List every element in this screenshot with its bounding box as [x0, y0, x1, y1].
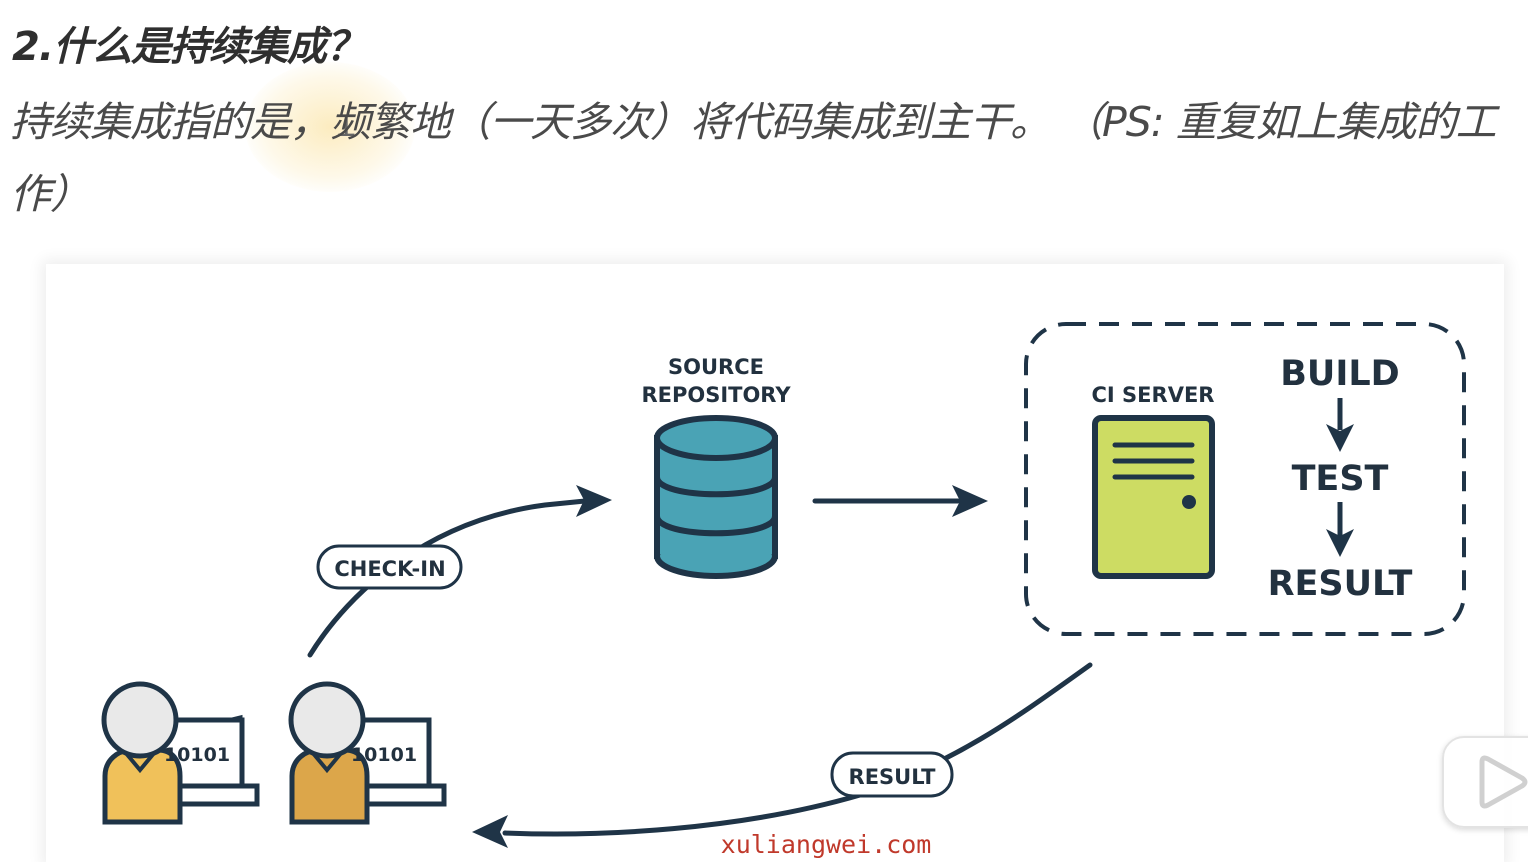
text-cursor-icon: Ɪ [338, 109, 355, 144]
watermark-text: xuliangwei.com [721, 830, 932, 859]
developer-1-icon [101, 681, 260, 825]
developer-1-code: 10101 [164, 744, 230, 766]
developer-2-code: 10101 [351, 744, 417, 766]
play-icon [1479, 755, 1528, 809]
definition-paragraph: 持续集成指的是，频繁地（一天多次）将代码集成到主干。 （PS: 重复如上集成的工… [10, 98, 1497, 218]
source-repo-label-line1: SOURCE [668, 355, 764, 379]
section-heading: 2.什么是持续集成？ [12, 24, 366, 70]
cursor-highlight [245, 62, 415, 192]
step-result: RESULT [1268, 564, 1413, 604]
result-label: RESULT [849, 765, 937, 789]
test-to-result-arrowhead [1326, 529, 1354, 557]
check-in-label-pill [316, 544, 463, 590]
ci-server-label: CI SERVER [1092, 383, 1215, 407]
video-play-button[interactable] [1442, 736, 1528, 828]
check-in-arrowhead [576, 485, 612, 517]
developer-2-icon [288, 681, 447, 825]
ci-server-boundary [1024, 322, 1466, 636]
step-build: BUILD [1280, 354, 1399, 394]
result-return-arrowhead [472, 815, 508, 848]
build-to-test-arrowhead [1326, 424, 1354, 452]
server-icon [1092, 415, 1215, 579]
result-label-pill [830, 751, 954, 798]
result-return-arrow [502, 662, 1093, 837]
database-icon [654, 415, 778, 579]
repo-to-ci-arrowhead [952, 485, 988, 517]
step-test: TEST [1292, 459, 1389, 499]
source-repo-label-line2: REPOSITORY [641, 383, 791, 407]
check-in-label: CHECK-IN [334, 557, 445, 581]
